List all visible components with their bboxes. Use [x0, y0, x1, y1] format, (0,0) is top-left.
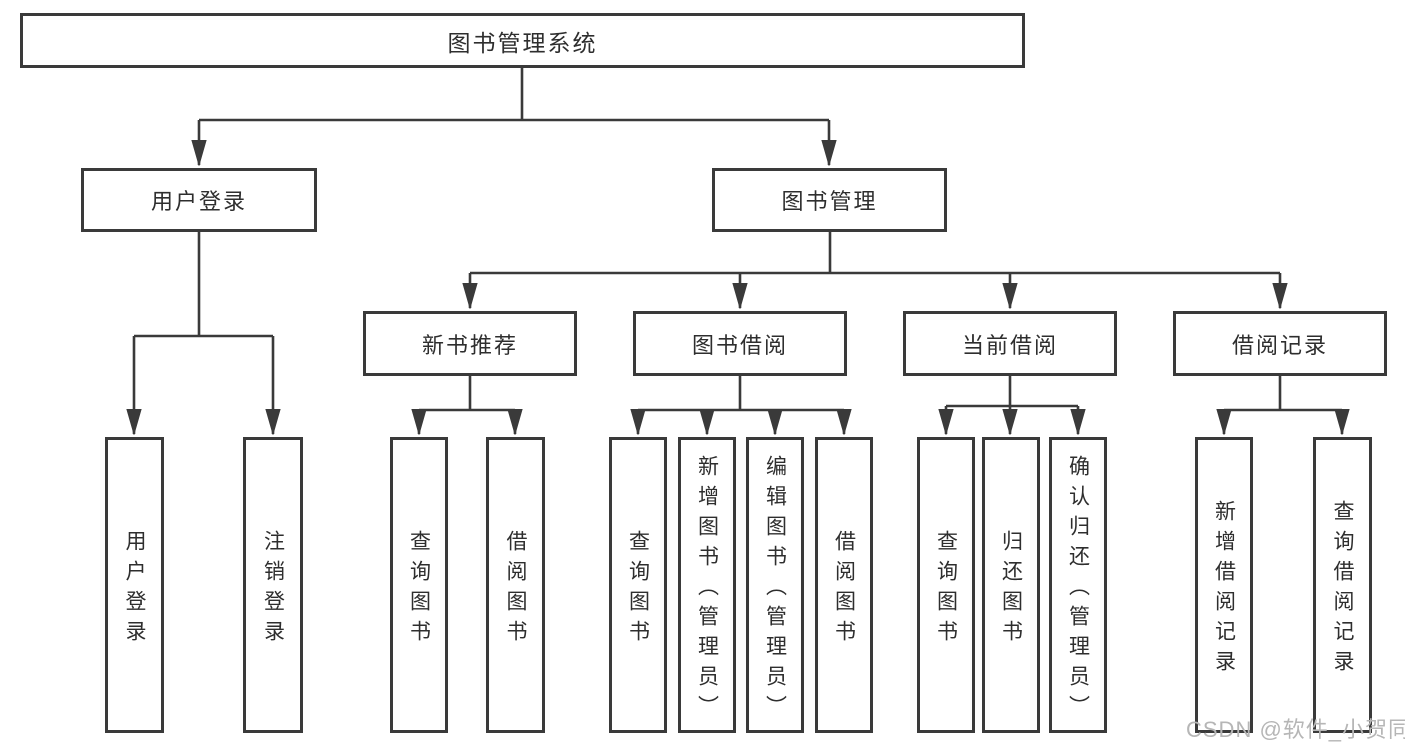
leaf-label: 用户登录 — [123, 529, 146, 650]
leaf-label: 新增借阅记录 — [1212, 499, 1236, 680]
node-book-borrowing: 图书借阅 — [633, 311, 847, 376]
leaf-label: 借阅图书 — [832, 529, 856, 650]
node-root-library-system: 图书管理系统 — [20, 13, 1025, 68]
leaf-confirm-return-admin: 确认归还（管理员） — [1049, 437, 1107, 733]
leaf-label: 注销登录 — [261, 529, 285, 650]
leaf-query-borrow-record: 查询借阅记录 — [1313, 437, 1372, 733]
leaf-label: 借阅图书 — [504, 529, 527, 650]
leaf-label: 归还图书 — [999, 529, 1023, 650]
leaf-label: 查询图书 — [407, 529, 431, 650]
leaf-user-login: 用户登录 — [105, 437, 164, 733]
node-new-book-recommend: 新书推荐 — [363, 311, 577, 376]
leaf-logout: 注销登录 — [243, 437, 303, 733]
leaf-return-books: 归还图书 — [982, 437, 1040, 733]
node-user-login: 用户登录 — [81, 168, 317, 232]
leaf-label: 新增图书（管理员） — [695, 454, 719, 725]
node-current-borrowing: 当前借阅 — [903, 311, 1117, 376]
leaf-edit-books-admin: 编辑图书（管理员） — [746, 437, 804, 733]
leaf-label: 查询借阅记录 — [1331, 499, 1354, 680]
leaf-query-books: 查询图书 — [390, 437, 448, 733]
leaf-label: 确认归还（管理员） — [1066, 454, 1090, 725]
leaf-borrow-books: 借阅图书 — [815, 437, 873, 733]
node-borrow-records: 借阅记录 — [1173, 311, 1387, 376]
leaf-borrow-books: 借阅图书 — [486, 437, 545, 733]
leaf-label: 编辑图书（管理员） — [763, 454, 787, 725]
leaf-label: 查询图书 — [934, 529, 958, 650]
leaf-label: 查询图书 — [626, 529, 650, 650]
leaf-query-books: 查询图书 — [609, 437, 667, 733]
node-book-management: 图书管理 — [712, 168, 947, 232]
leaf-query-books: 查询图书 — [917, 437, 975, 733]
leaf-add-books-admin: 新增图书（管理员） — [678, 437, 736, 733]
csdn-watermark: CSDN @软件_小贺同学 — [1186, 717, 1405, 742]
leaf-add-borrow-record: 新增借阅记录 — [1195, 437, 1253, 733]
